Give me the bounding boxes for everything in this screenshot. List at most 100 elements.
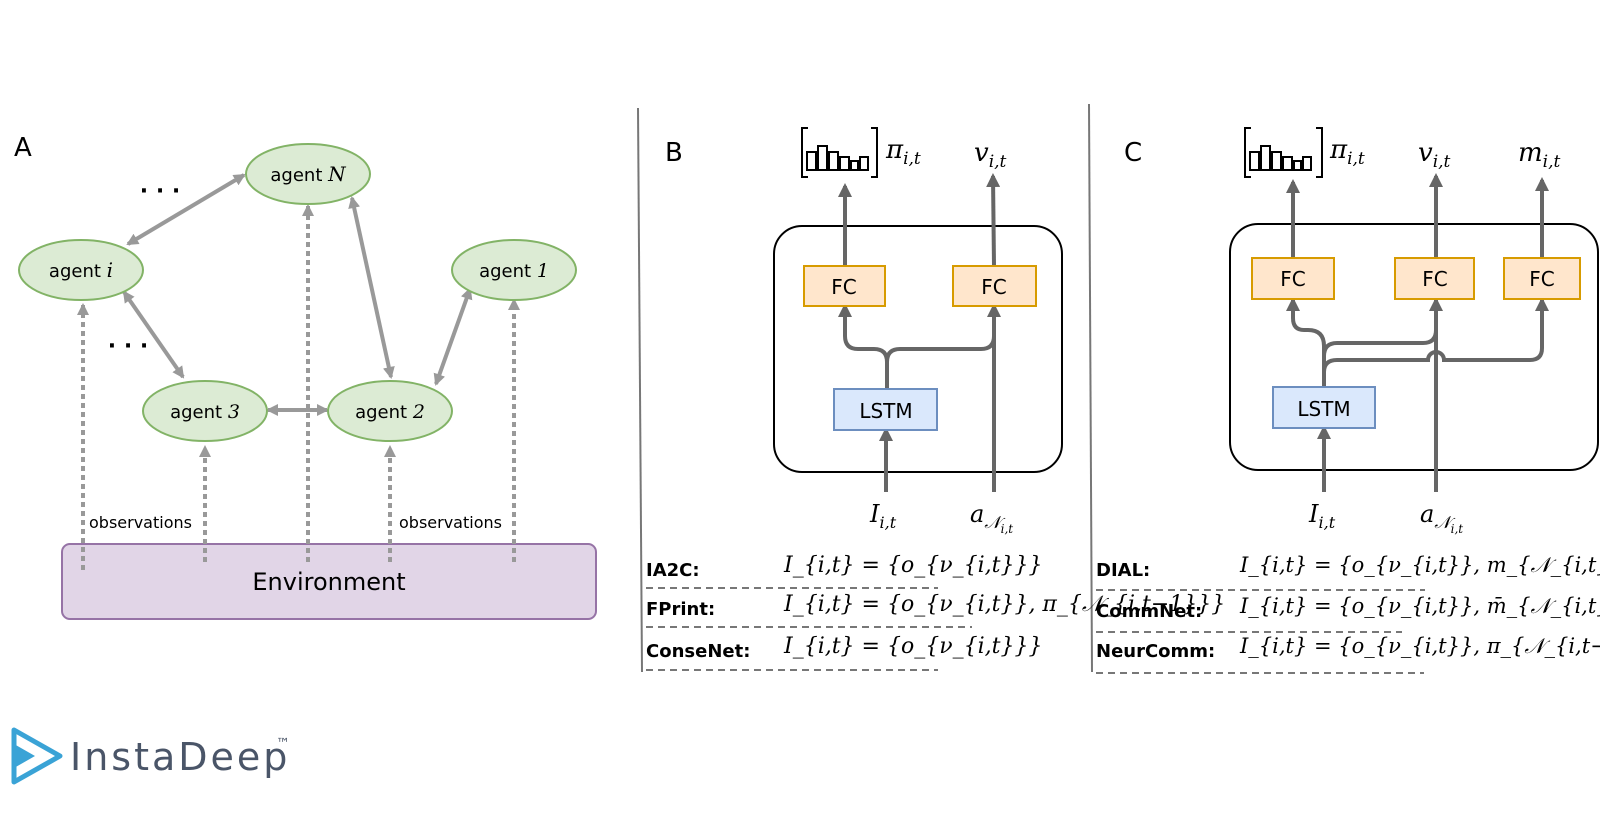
agent-i-word: agent — [49, 261, 101, 282]
instadeep-logo: InstaDeep ™ — [11, 727, 290, 785]
svg-text:agent 1: agent 1 — [479, 260, 549, 282]
m-sub-c: i,t — [1543, 152, 1561, 172]
fc-label-left-c: FC — [1280, 267, 1305, 291]
instadeep-logo-text: InstaDeep — [70, 735, 290, 779]
lstm-to-fc-left-arrow — [838, 303, 889, 389]
observations-label-left: observations — [89, 513, 192, 532]
policy-output-c: πi,t — [1329, 135, 1365, 169]
m-symbol-c: m — [1518, 138, 1543, 168]
a-symbol-b: a — [970, 500, 984, 528]
flow-arrows-c — [1286, 173, 1549, 492]
link-n-2 — [348, 196, 395, 379]
v-symbol-c: v — [1418, 138, 1433, 168]
lstm-to-fc-right-arrow — [885, 303, 1001, 363]
methods-b: IA2C: I_{i,t} = {o_{ν_{i,t}}} FPrint: I_… — [646, 553, 1225, 671]
agent-1: agent 1 — [451, 239, 577, 301]
agent-2: agent 2 — [327, 380, 453, 442]
panel-a: A Environment observations observations … — [14, 133, 597, 620]
fc-label-right-c: FC — [1529, 267, 1554, 291]
observations-label-right: observations — [399, 513, 502, 532]
neighbor-links — [122, 173, 473, 416]
fc-box-right-b — [952, 265, 1037, 307]
I-symbol-b: I — [869, 500, 880, 528]
lstm-label-c: LSTM — [1297, 397, 1350, 421]
panel-a-label: A — [14, 133, 32, 163]
agent-3-word: agent — [170, 402, 222, 423]
fc-label-mid-c: FC — [1422, 267, 1447, 291]
policy-output-b: πi,t — [885, 135, 921, 169]
fc-box-right-c — [1503, 257, 1581, 300]
value-output-c: vi,t — [1418, 138, 1451, 172]
link-2-1 — [433, 287, 473, 386]
method-formula-c-2: I_{i,t} = {o_{ν_{i,t}}, π_{𝒩_{i,t−1}}, m… — [1239, 634, 1600, 658]
method-name-c-2: NeurComm: — [1096, 641, 1215, 662]
pi-sub-c: i,t — [1347, 149, 1365, 169]
method-name-c-1: CommNet: — [1096, 601, 1202, 622]
fc-to-value-arrow — [986, 173, 1001, 267]
flow-arrows-b — [838, 173, 1001, 492]
I-symbol-c: I — [1308, 500, 1319, 528]
pi-symbol-c: π — [1329, 135, 1348, 165]
lstm-label-b: LSTM — [859, 399, 912, 423]
ellipsis-middle: · · · — [108, 334, 148, 359]
environment-label: Environment — [252, 568, 405, 596]
value-output-b: vi,t — [974, 138, 1007, 172]
method-formula-c-1: I_{i,t} = {o_{ν_{i,t}}, m̄_{𝒩_{i,t}}} — [1239, 594, 1600, 618]
svg-text:agent 2: agent 2 — [355, 401, 425, 423]
link-i-3 — [122, 290, 185, 379]
network-box-c — [1229, 223, 1599, 471]
agent-n-word: agent — [270, 165, 322, 186]
v-symbol-b: v — [974, 138, 989, 168]
pi-sub-b: i,t — [903, 149, 921, 169]
methods-c: DIAL: I_{i,t} = {o_{ν_{i,t}}, m_{𝒩_{i,t}… — [1096, 553, 1600, 674]
histogram-icon — [801, 127, 878, 178]
method-formula-b-2: I_{i,t} = {o_{ν_{i,t}}} — [783, 634, 1042, 659]
environment-box — [61, 543, 597, 620]
agent-2-word: agent — [355, 402, 407, 423]
observation-arrows — [77, 204, 520, 570]
method-name-b-2: ConseNet: — [646, 641, 750, 662]
panel-b: B πi,t vi,t FC FC LSTM — [646, 127, 1225, 671]
input-a-b: a𝒩i,t — [970, 500, 1013, 536]
panel-b-label: B — [665, 138, 683, 168]
network-box-b — [773, 225, 1063, 473]
v-sub-b: i,t — [989, 152, 1007, 172]
I-sub-b: i,t — [879, 513, 896, 532]
method-formula-c-0: I_{i,t} = {o_{ν_{i,t}}, m_{𝒩_{i,t}}, a_{… — [1239, 553, 1600, 577]
I-sub-c: i,t — [1318, 513, 1335, 532]
fc-box-left-b — [803, 265, 886, 307]
input-I-b: Ii,t — [869, 500, 897, 532]
message-output-c: mi,t — [1518, 138, 1560, 172]
instadeep-logo-tm: ™ — [276, 736, 290, 752]
input-I-c: Ii,t — [1308, 500, 1336, 532]
input-a-c: a𝒩i,t — [1420, 500, 1463, 536]
agent-i-symbol: i — [107, 258, 113, 282]
agent-3-symbol: 3 — [228, 401, 240, 423]
histogram-icon-c — [1244, 127, 1323, 178]
panel-c-label: C — [1124, 138, 1142, 168]
fc-box-left-c — [1251, 257, 1335, 300]
fc-label-left-b: FC — [831, 275, 856, 299]
panel-c: C πi,t vi,t mi,t FC FC — [1096, 127, 1600, 674]
agent-3: agent 3 — [142, 380, 268, 442]
agent-2-symbol: 2 — [412, 401, 425, 423]
svg-text:agent i: agent i — [49, 258, 113, 282]
fc-box-mid-c — [1394, 257, 1475, 300]
separator-bc — [1088, 103, 1093, 673]
agent-n-symbol: N — [327, 162, 347, 186]
agent-i: agent i — [18, 239, 144, 301]
a-subsub-c: i,t — [1451, 522, 1464, 536]
ellipsis-top: · · · — [140, 179, 180, 204]
agent-1-symbol: 1 — [537, 260, 549, 282]
method-name-c-0: DIAL: — [1096, 560, 1150, 581]
link-i-n — [126, 173, 246, 246]
agent-n: agent N — [245, 143, 371, 205]
svg-text:agent N: agent N — [270, 162, 347, 186]
svg-text:agent 3: agent 3 — [170, 401, 240, 423]
method-name-b-1: FPrint: — [646, 599, 715, 620]
method-formula-b-0: I_{i,t} = {o_{ν_{i,t}}} — [783, 553, 1042, 578]
v-sub-c: i,t — [1433, 152, 1451, 172]
lstm-box-b — [833, 388, 938, 431]
a-symbol-c: a — [1420, 500, 1434, 528]
